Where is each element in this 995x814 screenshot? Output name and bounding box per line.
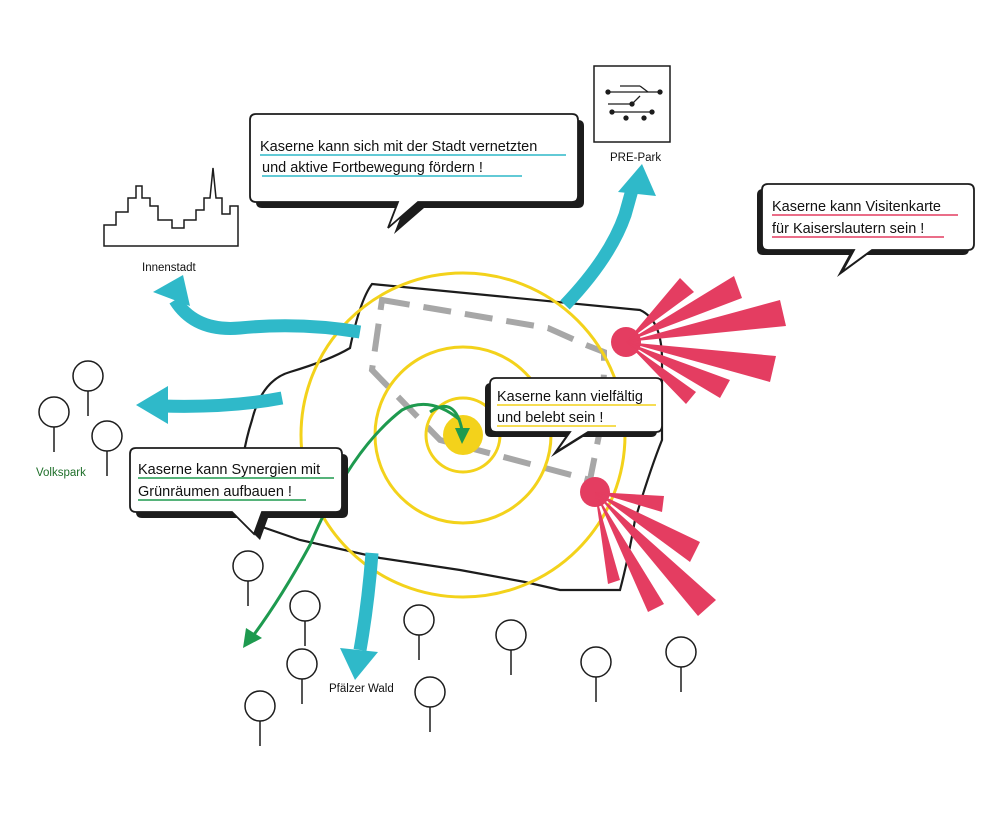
cyan-arrows	[161, 188, 639, 652]
bubble-synergien: Kaserne kann Synergien mit Grünräumen au…	[129, 447, 348, 540]
cyan-arrow-heads	[136, 164, 656, 680]
bubble-synergien-line1: Kaserne kann Synergien mit	[138, 462, 320, 478]
pink-rays-lower	[580, 477, 716, 616]
bubble-synergien-line2: Grünräumen aufbauen !	[138, 484, 292, 500]
tree-icon	[414, 676, 446, 732]
green-arrow-short-head	[455, 428, 470, 444]
label-volkspark: Volkspark	[36, 467, 86, 479]
tree-icon	[495, 619, 527, 675]
tree-icon	[665, 636, 697, 692]
circuit-board-icon	[605, 85, 663, 121]
bubble-vielfaeltig-line1: Kaserne kann vielfältig	[497, 389, 643, 405]
tree-icon	[580, 646, 612, 702]
tree-icon	[91, 420, 123, 476]
trees	[38, 360, 697, 746]
tree-icon	[289, 590, 321, 646]
tree-icon	[403, 604, 435, 660]
bubble-visitenkarte: Kaserne kann Visitenkarte für Kaiserslau…	[757, 183, 975, 277]
label-pfaelzer-wald: Pfälzer Wald	[329, 683, 394, 695]
pink-rays-upper	[611, 276, 786, 404]
inner-plot-dashed	[368, 296, 607, 484]
tree-icon	[72, 360, 104, 416]
bubble-network-line2: und aktive Fortbewegung fördern !	[262, 160, 483, 176]
city-skyline-icon	[103, 167, 239, 247]
green-arrow-long-head	[243, 628, 262, 648]
green-arrow-short	[429, 405, 464, 431]
bubble-visitenkarte-line2: für Kaiserslautern sein !	[772, 221, 924, 237]
tree-icon	[244, 690, 276, 746]
tree-icon	[232, 550, 264, 606]
bubble-visitenkarte-line1: Kaserne kann Visitenkarte	[772, 199, 941, 215]
bubble-network: Kaserne kann sich mit der Stadt vernetzt…	[249, 113, 584, 234]
bubble-vielfaeltig-line2: und belebt sein !	[497, 410, 603, 426]
tree-icon	[286, 648, 318, 704]
label-pre-park: PRE-Park	[610, 152, 661, 164]
tree-icon	[38, 396, 70, 452]
bubble-vielfaeltig: Kaserne kann vielfältig und belebt sein …	[485, 377, 663, 457]
bubble-network-line1: Kaserne kann sich mit der Stadt vernetzt…	[260, 139, 537, 155]
label-innenstadt: Innenstadt	[142, 262, 197, 274]
